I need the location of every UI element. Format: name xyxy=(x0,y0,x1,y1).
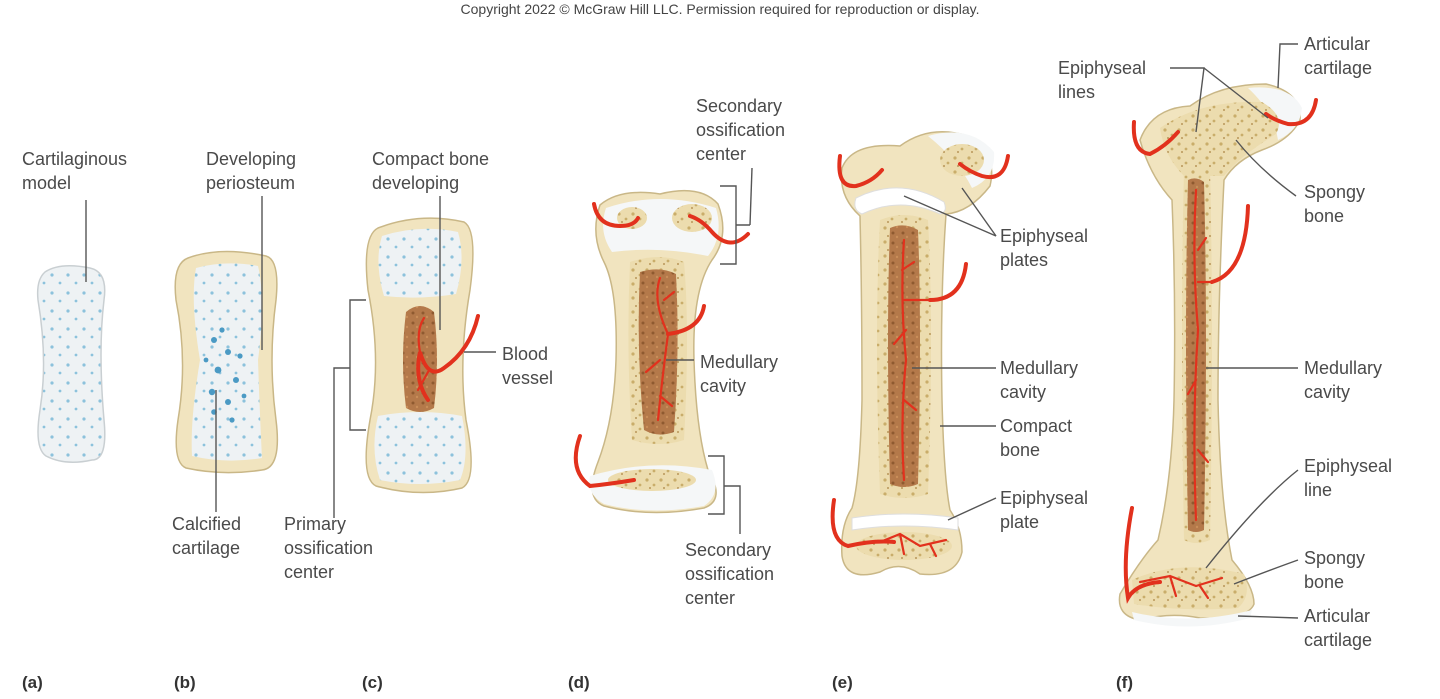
spongy-epiphysis-e-bottom xyxy=(856,532,952,560)
leader-epiphyseal-plates-1 xyxy=(903,195,997,237)
blood-vessel-f-top-right xyxy=(1264,98,1318,127)
leader-epiphyseal-plate-e xyxy=(947,497,997,521)
label-developing-periosteum: Developing periosteum xyxy=(206,149,301,193)
vessel-network-d xyxy=(644,276,676,422)
panel-e: Epiphyseal plates Medullary cavity Compa… xyxy=(830,131,1093,692)
blood-vessel-d-top-right xyxy=(688,214,750,245)
blood-vessel-branch-c xyxy=(416,316,430,392)
panel-tag-c: (c) xyxy=(362,673,383,692)
leader-spongy-bone-bottom xyxy=(1233,559,1299,585)
leader-articular-cartilage-top xyxy=(1277,43,1298,89)
marrow-e xyxy=(888,225,920,487)
panel-b: Developing periosteum Calcified cartilag… xyxy=(172,149,301,692)
label-medullary-cavity-f: Medullary cavity xyxy=(1304,358,1387,402)
calcified-cartilage-core xyxy=(191,263,262,461)
panel-tag-f: (f) xyxy=(1116,673,1133,692)
leader-spongy-bone-top xyxy=(1235,139,1297,197)
panel-tag-d: (d) xyxy=(568,673,590,692)
label-spongy-bone-bottom: Spongy bone xyxy=(1304,548,1370,592)
panel-tag-e: (e) xyxy=(832,673,853,692)
spongy-epiphysis-f-bottom xyxy=(1132,567,1247,610)
panel-c: Compact bone developing Blood vessel Pri… xyxy=(284,149,553,692)
blood-vessel-f-shaft xyxy=(1210,204,1250,284)
bracket-secondary-bottom xyxy=(708,455,741,534)
blood-vessel-c xyxy=(416,314,480,402)
cartilaginous-model-shape xyxy=(36,265,106,463)
epiphyseal-plate-top-e xyxy=(854,187,946,215)
label-blood-vessel: Blood vessel xyxy=(502,344,553,388)
calcified-cells xyxy=(203,327,247,423)
spongy-epiphysis-f-top xyxy=(1160,101,1279,176)
label-epiphyseal-plates: Epiphyseal plates xyxy=(1000,226,1093,270)
label-secondary-ossification-center-top: Secondary ossification center xyxy=(696,96,790,164)
blood-vessel-d-top-left xyxy=(592,202,640,229)
blood-vessel-e-shaft xyxy=(928,262,968,302)
label-articular-cartilage-bottom: Articular cartilage xyxy=(1304,606,1375,650)
articular-cartilage-f-bottom xyxy=(1132,610,1252,627)
label-epiphyseal-line-f: Epiphyseal line xyxy=(1304,456,1397,500)
bracket-primary-ossification xyxy=(333,299,366,518)
leader-secondary-top xyxy=(749,167,753,226)
vessel-network-e-bottom xyxy=(878,532,948,558)
panel-f: Epiphyseal lines Articular cartilage Spo… xyxy=(1058,34,1397,692)
label-primary-ossification-center: Primary ossification center xyxy=(284,514,378,582)
bracket-secondary-top xyxy=(720,185,750,265)
vessel-network-f-bottom xyxy=(1138,574,1224,600)
vessel-network-f xyxy=(1186,188,1214,522)
blood-vessel-d-bottom xyxy=(573,434,636,489)
panel-a: Cartilaginous model (a) xyxy=(22,149,132,692)
label-medullary-cavity-d: Medullary cavity xyxy=(700,352,783,396)
vessel-network-e xyxy=(892,238,932,482)
secondary-center-bottom xyxy=(608,469,696,491)
label-epiphyseal-plate-e: Epiphyseal plate xyxy=(1000,488,1093,532)
label-secondary-ossification-center-bottom: Secondary ossification center xyxy=(685,540,779,608)
leader-epiphyseal-plates-2 xyxy=(961,187,997,237)
leader-epiphyseal-line-f xyxy=(1205,469,1299,569)
label-calcified-cartilage: Calcified cartilage xyxy=(172,514,246,558)
copyright-notice: Copyright 2022 © McGraw Hill LLC. Permis… xyxy=(460,1,980,17)
panel-tag-b: (b) xyxy=(174,673,196,692)
marrow-d xyxy=(638,269,678,435)
label-articular-cartilage-top: Articular cartilage xyxy=(1304,34,1375,78)
blood-vessel-f-top-left xyxy=(1131,120,1180,157)
blood-vessel-f-bottom xyxy=(1123,506,1162,604)
label-epiphyseal-lines: Epiphyseal lines xyxy=(1058,58,1151,102)
leader-articular-cartilage-bottom xyxy=(1237,615,1299,619)
blood-vessel-e-top-right xyxy=(958,154,1010,179)
label-cartilaginous-model: Cartilaginous model xyxy=(22,149,132,193)
cartilage-epiphysis-top-c xyxy=(378,228,462,298)
epiphyseal-plate-bottom-e xyxy=(851,513,959,531)
cartilage-epiphysis-bottom-c xyxy=(374,412,466,484)
blood-vessel-e-top-left xyxy=(837,154,884,189)
secondary-center-top-left xyxy=(617,207,647,229)
blood-vessel-d-shaft xyxy=(666,304,706,336)
label-compact-bone-developing: Compact bone developing xyxy=(372,149,494,193)
leader-epiphyseal-lines xyxy=(1170,67,1269,133)
panel-tag-a: (a) xyxy=(22,673,43,692)
label-medullary-cavity-e: Medullary cavity xyxy=(1000,358,1083,402)
spongy-epiphysis-e-top xyxy=(940,144,984,176)
label-spongy-bone-top: Spongy bone xyxy=(1304,182,1370,226)
label-compact-bone-e: Compact bone xyxy=(1000,416,1077,460)
panel-d: Secondary ossification center Medullary … xyxy=(568,96,790,692)
